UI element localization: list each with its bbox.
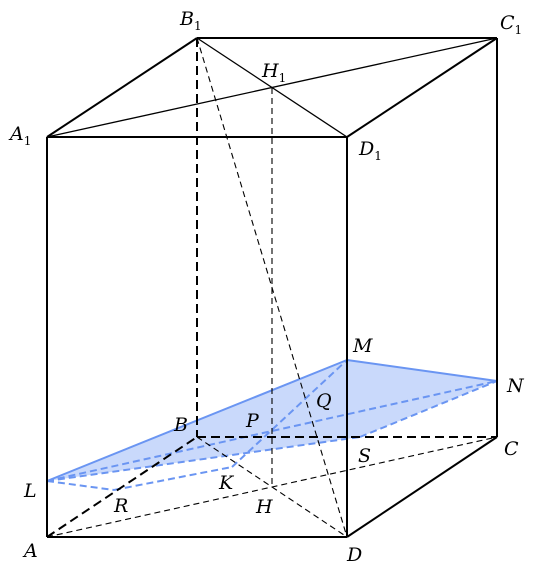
label-M: M [352, 335, 373, 357]
label-H: H [255, 496, 273, 518]
label-S: S [358, 445, 371, 467]
label-H1: H1 [261, 60, 286, 85]
label-A1: A1 [8, 123, 31, 148]
label-K: K [218, 472, 235, 494]
edge-C1D1 [346, 37, 498, 138]
label-D: D [346, 544, 362, 566]
label-L: L [23, 480, 37, 502]
edge-SN [359, 380, 498, 438]
edge-DC [346, 436, 498, 538]
edge-KM [231, 359, 348, 468]
diag-B1D1 [196, 37, 348, 138]
edge-LR [46, 480, 115, 491]
label-A: A [22, 540, 38, 562]
diag-BD [196, 436, 348, 538]
label-Q: Q [316, 390, 332, 412]
edge-RK [113, 466, 233, 491]
edge-LS [46, 436, 361, 482]
label-D1: D1 [358, 138, 382, 163]
label-B: B [173, 414, 188, 436]
edge-MN [346, 359, 498, 382]
label-C1: C1 [500, 12, 522, 37]
edge-A1B1 [46, 37, 198, 138]
label-C: C [504, 438, 519, 460]
label-B1: B1 [179, 8, 202, 33]
edge-AB [46, 436, 198, 538]
label-N: N [506, 375, 525, 397]
segment-B1D [196, 37, 348, 538]
label-P: P [245, 410, 260, 432]
label-R: R [113, 495, 128, 517]
